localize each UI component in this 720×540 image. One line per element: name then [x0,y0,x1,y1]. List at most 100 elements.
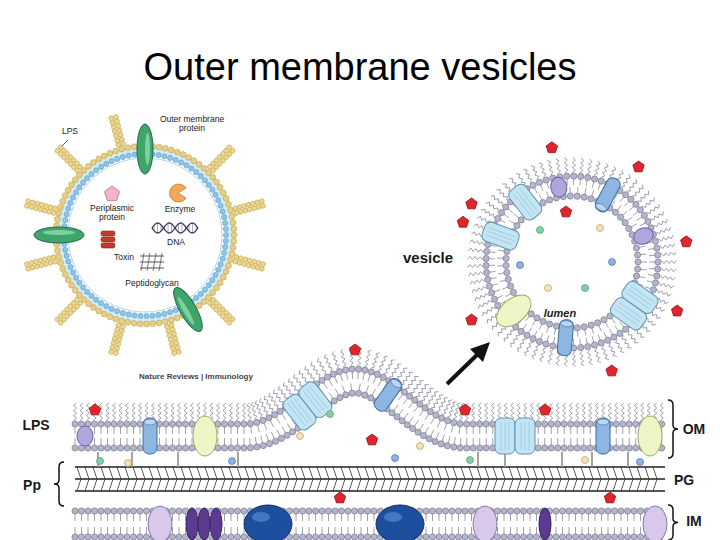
lipid-head [412,397,418,403]
lipid-head [78,508,84,514]
lipid-tail [500,280,506,282]
peptide-crosslink [181,479,185,491]
alpha-helix-protein [557,319,574,356]
peptide-crosslink [501,479,505,491]
barrel-strand [617,306,640,322]
peptide-crosslink [589,467,593,479]
lipid-head [319,377,325,383]
barrel-strand [505,422,506,450]
peptide-crosslink [93,467,97,479]
lipid-tail [114,438,115,445]
lipid-head [568,445,574,451]
peptide-crosslink [461,467,465,479]
lipid-head [130,421,136,427]
lps-chain [472,286,486,292]
peptide-crosslink [445,467,449,479]
lipid-head [566,534,572,540]
lipid-head [543,177,549,183]
peptide-crosslink [381,467,385,479]
lipid-tail [444,424,446,431]
peptide-crosslink [373,467,377,479]
lipid-head [432,438,438,444]
lipid-head [581,445,587,451]
peptide-crosslink [333,467,337,479]
lipid-head [620,421,626,427]
lipid-tail [255,437,256,444]
peptide-crosslink [509,479,513,491]
lipid-tail [94,438,95,445]
lipid-head [633,421,639,427]
lipid-tail [120,438,121,445]
lipid-tail [622,438,623,445]
lps-chain [580,351,584,366]
lps-chain [627,179,637,191]
lipid-tail [409,403,413,409]
lipid-tail [562,527,563,534]
figure-label: Outer membrane protein [158,115,226,134]
lipid-tail [605,322,608,327]
lps-head [72,287,78,293]
lps-head [162,145,168,151]
lipid-head [655,266,661,272]
lipid-tail [595,527,596,534]
lps-head [231,238,237,244]
lipid-tail [94,527,95,534]
lipid-head [624,534,630,540]
barrel-strand [489,227,515,237]
lps-head [174,315,180,321]
lipid-tail [592,328,594,334]
lipid-tail [466,427,467,434]
lipid-tail [166,427,167,434]
lipid-head [622,220,628,226]
peptide-crosslink [261,479,265,491]
lps-chain [165,403,168,421]
phospholipid-head [173,157,178,162]
lipid-head [331,398,337,404]
lipid-head [637,207,643,213]
lipid-tail [192,427,193,434]
lipid-tail [616,427,617,434]
lps-chain [563,403,566,421]
phospholipid-head [213,272,218,277]
lipid-head [98,534,104,540]
lipid-head [439,415,445,421]
lipid-head [510,289,516,295]
peptide-crosslink [181,467,185,479]
lipid-head [368,369,374,375]
small-protein [77,426,93,446]
lipid-head [530,336,536,342]
peptide-crosslink [349,479,353,491]
lipid-head [617,330,623,336]
lps-chain [80,403,83,421]
lipid-head [277,408,283,414]
lipid-head [351,508,357,514]
lps-chain [236,403,239,421]
protein-top [560,320,572,327]
lipid-head [182,445,188,451]
lps-unit [171,350,177,356]
periplasmic-particle [297,433,304,440]
lps-chain [540,348,547,362]
membrane-inner-line [68,158,222,312]
membrane-protein [596,418,610,454]
lipid-tail [341,514,342,521]
lipid-tail [101,514,102,521]
lipid-head [620,445,626,451]
phospholipid-head [179,160,184,165]
lps-chain [364,350,371,366]
lipid-head [111,421,117,427]
lipid-tail [465,527,466,534]
protein-top [597,419,609,425]
protein-top [144,419,156,425]
periplasmic-protein-icon [104,186,119,200]
lps-unit [226,319,233,326]
peptide-crosslink [277,467,281,479]
lipid-head [611,534,617,540]
lipid-tail [237,427,238,434]
lipid-tail [570,438,571,445]
lipid-tail [570,187,571,193]
lipid-head [234,445,240,451]
lipid-tail [601,527,602,534]
lipid-tail [510,527,511,534]
omp-highlight [176,296,196,326]
